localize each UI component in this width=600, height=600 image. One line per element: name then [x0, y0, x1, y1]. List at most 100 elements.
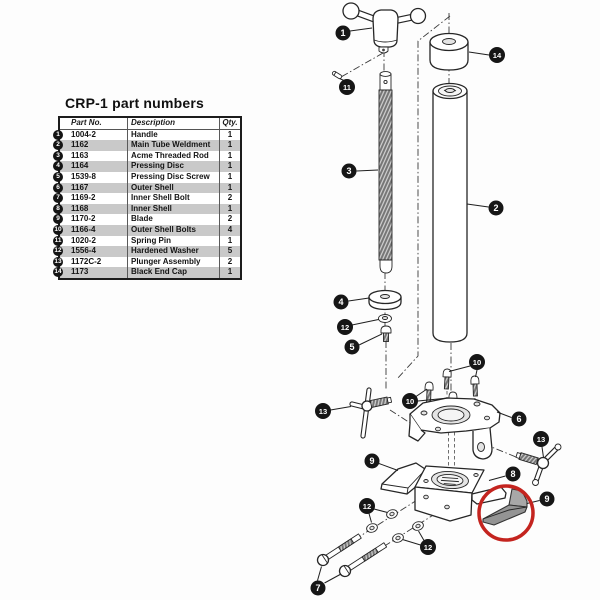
- qty-cell: 4: [219, 224, 240, 236]
- plunger-right-part: [515, 443, 562, 486]
- part-no-cell: 1167: [71, 182, 89, 192]
- highlight-circle: [477, 484, 535, 542]
- part-no-cell: 1164: [71, 161, 89, 171]
- qty-cell: 1: [219, 129, 240, 141]
- part-no-cell: 1172C-2: [71, 256, 102, 266]
- svg-text:12: 12: [424, 543, 432, 552]
- svg-text:12: 12: [341, 323, 349, 332]
- description-cell: Acme Threaded Rod: [127, 150, 219, 162]
- part-no-cell: 1168: [71, 203, 89, 213]
- part-index-badge: 12: [53, 246, 63, 257]
- callout-10b: 10: [402, 393, 418, 409]
- description-cell: Blade: [127, 214, 219, 225]
- parts-table: CRP-1 part numbers Part No. Description …: [53, 95, 242, 280]
- part-no-cell: 1173: [71, 267, 89, 277]
- outer-shell-part: [408, 397, 501, 460]
- part-index-badge: 2: [53, 140, 63, 151]
- callout-1: 1: [335, 25, 351, 41]
- handle-part: [342, 2, 427, 54]
- part-index-badge: 14: [53, 267, 63, 278]
- part-index-badge: 10: [53, 224, 63, 235]
- callout-5: 5: [344, 339, 360, 355]
- callout-9b: 9: [539, 491, 555, 507]
- description-cell: Handle: [127, 129, 219, 141]
- description-cell: Outer Shell: [127, 182, 219, 194]
- callout-7: 7: [310, 580, 326, 596]
- part-index-badge: 6: [53, 182, 63, 193]
- description-cell: Inner Shell Bolt: [127, 193, 219, 204]
- svg-text:8: 8: [510, 469, 515, 479]
- description-cell: Spring Pin: [127, 235, 219, 247]
- callout-4: 4: [333, 294, 349, 310]
- qty-cell: 1: [219, 235, 240, 247]
- qty-cell: 1: [219, 161, 240, 172]
- part-no-cell: 1166-4: [71, 224, 96, 234]
- description-cell: Pressing Disc Screw: [127, 171, 219, 183]
- inner-shell-bolts-part: [316, 533, 388, 578]
- qty-cell: 1: [219, 150, 240, 162]
- header-description: Description: [127, 118, 219, 129]
- header-part-no: Part No.: [71, 118, 102, 127]
- part-no-cell: 1004-2: [71, 129, 96, 139]
- svg-text:6: 6: [516, 414, 521, 424]
- callout-14: 14: [489, 47, 505, 63]
- end-cap-part: [429, 32, 469, 71]
- callout-8: 8: [505, 466, 521, 482]
- description-cell: Inner Shell: [127, 203, 219, 215]
- qty-cell: 1: [219, 182, 240, 194]
- description-cell: Outer Shell Bolts: [127, 224, 219, 236]
- diagram-callouts: 1 11 3 14 2 4 12 5 10 10 6 13 13 9 8 9 1…: [310, 25, 555, 596]
- callout-6: 6: [511, 411, 527, 427]
- callout-13a: 13: [315, 403, 331, 419]
- svg-text:11: 11: [343, 83, 352, 92]
- qty-cell: 2: [219, 256, 240, 268]
- svg-text:4: 4: [338, 297, 343, 307]
- part-index-badge: 8: [53, 203, 63, 214]
- part-no-cell: 1163: [71, 150, 89, 160]
- plunger-left-part: [349, 387, 393, 439]
- svg-text:5: 5: [349, 342, 354, 352]
- qty-cell: 1: [219, 267, 240, 278]
- part-index-badge: 5: [53, 171, 63, 182]
- svg-text:7: 7: [315, 583, 320, 593]
- part-no-cell: 1556-4: [71, 246, 96, 256]
- description-cell: Main Tube Weldment: [127, 140, 219, 151]
- svg-text:9: 9: [369, 456, 374, 466]
- svg-text:13: 13: [537, 435, 545, 444]
- qty-cell: 1: [219, 171, 240, 183]
- svg-text:2: 2: [493, 203, 498, 213]
- qty-cell: 2: [219, 193, 240, 204]
- main-tube-part: [432, 82, 468, 343]
- part-index-badge: 9: [53, 214, 63, 225]
- svg-text:14: 14: [493, 51, 502, 60]
- pressing-disc-screw-part: [380, 325, 392, 342]
- part-no-cell: 1020-2: [71, 235, 96, 245]
- header-qty: Qty.: [219, 118, 240, 129]
- qty-cell: 1: [219, 203, 240, 215]
- svg-text:10: 10: [473, 358, 481, 367]
- svg-text:3: 3: [346, 166, 351, 176]
- callout-12c: 12: [420, 539, 436, 555]
- inner-shell-part: [414, 465, 507, 522]
- callout-leader-lines: [317, 27, 544, 584]
- callout-11: 11: [339, 79, 355, 95]
- description-cell: Black End Cap: [127, 267, 219, 278]
- hardened-washer-top-part: [378, 314, 392, 323]
- parts-table-title: CRP-1 part numbers: [65, 95, 204, 111]
- description-cell: Plunger Assembly: [127, 256, 219, 268]
- spring-pin-part: [331, 70, 343, 80]
- qty-cell: 2: [219, 214, 240, 225]
- blade-left-part: [380, 462, 426, 495]
- threaded-rod-part: [378, 71, 393, 274]
